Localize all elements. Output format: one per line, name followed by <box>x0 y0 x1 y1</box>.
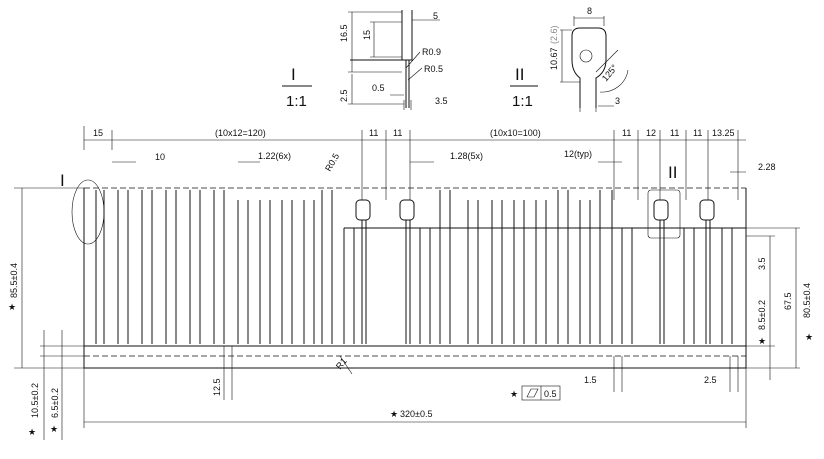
second-dim-r0-5: R0.5 <box>323 152 341 173</box>
top-dim-10x12: (10x12=120) <box>215 128 266 138</box>
top-dim-11-a: 11 <box>369 128 378 138</box>
left-dim-6-5: 6.5±0.2 <box>50 388 60 418</box>
detail-ii-callout <box>647 189 681 239</box>
detail-i-r0-5: R0.5 <box>424 64 443 74</box>
detail-i-view: I 1:1 5 16.5 15 R0.9 R0.5 2.5 0.5 3.5 <box>282 10 448 110</box>
top-dimension-chain: 15 (10x12=120) 11 11 (10x10=100) 11 12 1… <box>83 126 746 200</box>
detail-i-scale: 1:1 <box>286 93 307 110</box>
top-dim-11-e: 11 <box>693 128 702 138</box>
right-dim-3-5: 3.5 <box>757 257 767 270</box>
detail-i-label: I <box>291 65 296 84</box>
detail-ii-scale: 1:1 <box>512 93 533 110</box>
bottom-dimensions: 12.5 R1 ★ 0.5 1.5 2.5 ★ 320±0.5 <box>83 346 747 428</box>
bottom-overall: 320±0.5 <box>400 409 432 419</box>
heatsink-body <box>71 179 747 369</box>
detail-ii-dim-3: 3 <box>615 96 620 106</box>
detail-i-dim-5: 5 <box>433 11 438 21</box>
second-dim-1-28: 1.28(5x) <box>450 151 483 161</box>
marker-ii: II <box>668 163 677 182</box>
detail-ii-dim-ref: (2.6) <box>549 25 559 44</box>
left-star-c: ★ <box>50 424 58 434</box>
marker-i: I <box>60 171 65 190</box>
second-dimension-chain: 10 1.22(6x) R0.5 1.28(5x) 12(typ) 2.28 <box>112 149 776 173</box>
top-dim-11-d: 11 <box>670 128 679 138</box>
right-star-b: ★ <box>758 336 766 346</box>
left-dim-10-5: 10.5±0.2 <box>30 383 40 418</box>
second-dim-2-28: 2.28 <box>758 162 776 172</box>
second-dim-10: 10 <box>155 152 165 162</box>
left-star-a: ★ <box>8 302 16 312</box>
left-star-b: ★ <box>28 427 36 437</box>
detail-ii-label: II <box>515 65 524 84</box>
second-dim-1-22: 1.22(6x) <box>258 151 291 161</box>
detail-ii-dim-10-67: 10.67 <box>549 47 559 70</box>
top-dim-10x10: (10x10=100) <box>490 128 541 138</box>
right-dim-67-5: 67.5 <box>783 292 793 310</box>
top-dim-13-25: 13.25 <box>712 128 735 138</box>
left-dim-85-5: 85.5±0.4 <box>9 263 19 298</box>
bottom-star-overall: ★ <box>390 409 398 419</box>
right-star-a: ★ <box>805 332 813 342</box>
bottom-flatness: 0.5 <box>544 389 557 399</box>
right-dim-80-5: 80.5±0.4 <box>802 283 812 318</box>
top-dim-12: 12 <box>646 128 656 138</box>
detail-ii-view: II 1:1 8 10.67 (2.6) 125° 3 <box>510 6 629 112</box>
top-dim-15: 15 <box>93 128 103 138</box>
right-dim-8-5: 8.5±0.2 <box>757 300 767 330</box>
detail-i-dim-2-5: 2.5 <box>339 89 349 102</box>
detail-ii-dim-8: 8 <box>587 6 592 16</box>
detail-i-dim-0-5: 0.5 <box>372 83 385 93</box>
bottom-star-flat: ★ <box>510 389 518 399</box>
bottom-dim-1-5: 1.5 <box>584 375 597 385</box>
bottom-dim-2-5: 2.5 <box>704 375 717 385</box>
detail-i-dim-3-5: 3.5 <box>435 96 448 106</box>
left-dimensions: 85.5±0.4 10.5±0.2 6.5±0.2 ★ ★ ★ <box>8 187 84 440</box>
detail-i-callout <box>71 179 105 245</box>
detail-i-dim-16-5: 16.5 <box>339 24 349 42</box>
top-dim-11-b: 11 <box>393 128 402 138</box>
detail-i-r0-9: R0.9 <box>422 47 441 57</box>
bottom-dim-12-5: 12.5 <box>212 378 222 396</box>
right-dimensions: 80.5±0.4 67.5 3.5 8.5±0.2 ★ ★ <box>746 227 813 380</box>
detail-i-dim-15: 15 <box>362 30 372 40</box>
top-dim-11-c: 11 <box>622 128 631 138</box>
bottom-dim-r1: R1 <box>334 356 349 371</box>
second-dim-12typ: 12(typ) <box>564 149 592 159</box>
